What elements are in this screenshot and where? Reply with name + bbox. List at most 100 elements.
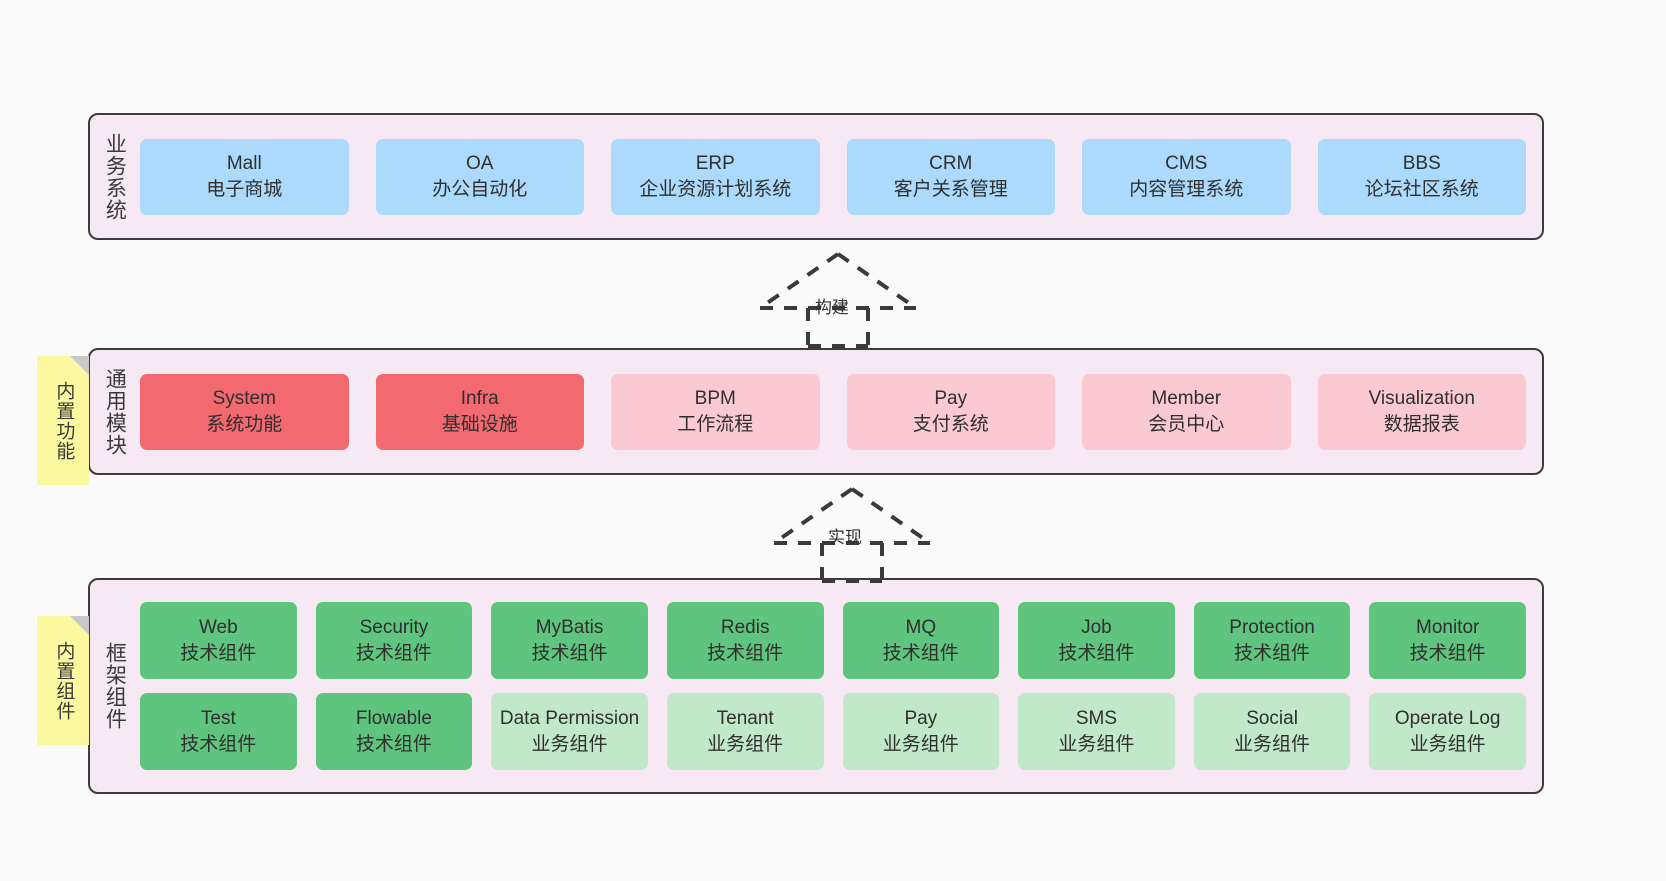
card-subtitle: 业务组件 xyxy=(1058,733,1135,755)
connector-build-label: 构建 xyxy=(815,298,849,317)
card-title: SMS xyxy=(1075,708,1118,730)
card-protection[interactable]: Protection 技术组件 xyxy=(1193,602,1351,679)
card-subtitle: 业务组件 xyxy=(1409,733,1486,755)
card-title: System xyxy=(212,388,276,410)
card-infra[interactable]: Infra 基础设施 xyxy=(375,373,584,450)
card-title: Tenant xyxy=(716,708,774,730)
card-subtitle: 技术组件 xyxy=(180,733,257,755)
layer-body-common: System 系统功能 Infra 基础设施 BPM 工作流程 Pay 支付系统… xyxy=(138,350,1542,473)
card-title: Job xyxy=(1081,617,1112,639)
card-system[interactable]: System 系统功能 xyxy=(140,373,349,450)
card-tenant[interactable]: Tenant 业务组件 xyxy=(666,693,824,770)
card-flowable[interactable]: Flowable 技术组件 xyxy=(315,693,473,770)
card-subtitle: 技术组件 xyxy=(355,642,432,664)
card-title: Test xyxy=(200,708,236,730)
card-title: Web xyxy=(198,617,238,639)
card-title: Visualization xyxy=(1368,388,1475,410)
card-title: Social xyxy=(1246,708,1298,730)
card-visualization[interactable]: Visualization 数据报表 xyxy=(1317,373,1526,450)
card-title: Security xyxy=(359,617,429,639)
card-subtitle: 论坛社区系统 xyxy=(1364,178,1479,200)
card-bpm[interactable]: BPM 工作流程 xyxy=(611,373,820,450)
layer-title-framework: 框架组件 xyxy=(103,642,127,730)
card-row: Test 技术组件 Flowable 技术组件 Data Permission … xyxy=(140,693,1526,770)
card-title: BBS xyxy=(1402,153,1441,175)
card-mall[interactable]: Mall 电子商城 xyxy=(140,138,349,215)
card-row: System 系统功能 Infra 基础设施 BPM 工作流程 Pay 支付系统… xyxy=(140,373,1526,450)
card-subtitle: 会员中心 xyxy=(1148,413,1225,435)
card-subtitle: 电子商城 xyxy=(206,178,283,200)
card-subtitle: 技术组件 xyxy=(531,642,608,664)
card-title: Pay xyxy=(934,388,968,410)
card-operate-log[interactable]: Operate Log 业务组件 xyxy=(1369,693,1526,770)
card-subtitle: 技术组件 xyxy=(1409,642,1486,664)
layer-title-common: 通用模块 xyxy=(103,367,127,456)
card-title: ERP xyxy=(695,153,735,175)
card-mq[interactable]: MQ 技术组件 xyxy=(842,602,1000,679)
card-title: Infra xyxy=(460,388,499,410)
card-subtitle: 技术组件 xyxy=(882,642,959,664)
card-redis[interactable]: Redis 技术组件 xyxy=(666,602,824,679)
card-title: Operate Log xyxy=(1394,708,1501,730)
card-title: Protection xyxy=(1229,617,1315,639)
layer-business-systems: 业务系统 Mall 电子商城 OA 办公自动化 ERP 企业资源计划系统 CRM… xyxy=(88,113,1544,240)
card-data-permission[interactable]: Data Permission 业务组件 xyxy=(491,693,648,770)
card-title: Mall xyxy=(226,153,262,175)
card-test[interactable]: Test 技术组件 xyxy=(140,693,297,770)
card-subtitle: 技术组件 xyxy=(1234,642,1311,664)
card-cms[interactable]: CMS 内容管理系统 xyxy=(1082,138,1291,215)
layer-body-business: Mall 电子商城 OA 办公自动化 ERP 企业资源计划系统 CRM 客户关系… xyxy=(138,115,1542,238)
connector-implement-arrow xyxy=(772,487,932,583)
card-mybatis[interactable]: MyBatis 技术组件 xyxy=(491,602,648,679)
card-subtitle: 技术组件 xyxy=(355,733,432,755)
card-subtitle: 支付系统 xyxy=(912,413,989,435)
card-crm[interactable]: CRM 客户关系管理 xyxy=(846,138,1055,215)
card-title: Data Permission xyxy=(499,708,640,730)
card-row: Web 技术组件 Security 技术组件 MyBatis 技术组件 Redi… xyxy=(140,602,1526,679)
note-label: 内置功能 xyxy=(53,380,75,461)
card-subtitle: 企业资源计划系统 xyxy=(639,178,792,200)
card-bbs[interactable]: BBS 论坛社区系统 xyxy=(1317,138,1526,215)
card-title: Member xyxy=(1151,388,1222,410)
note-builtin-components: 内置组件 xyxy=(37,616,89,745)
card-subtitle: 业务组件 xyxy=(882,733,959,755)
card-subtitle: 数据报表 xyxy=(1383,413,1460,435)
card-title: Pay xyxy=(904,708,938,730)
card-subtitle: 系统功能 xyxy=(206,413,283,435)
card-job[interactable]: Job 技术组件 xyxy=(1018,602,1175,679)
card-subtitle: 基础设施 xyxy=(441,413,518,435)
card-subtitle: 客户关系管理 xyxy=(893,178,1008,200)
card-row: Mall 电子商城 OA 办公自动化 ERP 企业资源计划系统 CRM 客户关系… xyxy=(140,138,1526,215)
layer-common-modules: 通用模块 System 系统功能 Infra 基础设施 BPM 工作流程 Pay… xyxy=(88,348,1544,475)
card-subtitle: 技术组件 xyxy=(180,642,257,664)
card-subtitle: 工作流程 xyxy=(677,413,754,435)
card-security[interactable]: Security 技术组件 xyxy=(315,602,473,679)
card-subtitle: 技术组件 xyxy=(1058,642,1135,664)
layer-body-framework: Web 技术组件 Security 技术组件 MyBatis 技术组件 Redi… xyxy=(138,580,1542,792)
card-subtitle: 内容管理系统 xyxy=(1129,178,1244,200)
card-sms[interactable]: SMS 业务组件 xyxy=(1018,693,1175,770)
note-label: 内置组件 xyxy=(53,640,75,721)
card-title: CMS xyxy=(1165,153,1208,175)
card-social[interactable]: Social 业务组件 xyxy=(1193,693,1351,770)
card-subtitle: 业务组件 xyxy=(531,733,608,755)
card-monitor[interactable]: Monitor 技术组件 xyxy=(1369,602,1526,679)
card-web[interactable]: Web 技术组件 xyxy=(140,602,297,679)
card-oa[interactable]: OA 办公自动化 xyxy=(375,138,584,215)
card-title: BPM xyxy=(694,388,736,410)
layer-title-business: 业务系统 xyxy=(103,132,127,221)
card-pay-module[interactable]: Pay 支付系统 xyxy=(846,373,1055,450)
card-title: MQ xyxy=(905,617,937,639)
card-subtitle: 业务组件 xyxy=(707,733,784,755)
card-member[interactable]: Member 会员中心 xyxy=(1082,373,1291,450)
card-title: Flowable xyxy=(355,708,432,730)
card-title: Redis xyxy=(720,617,770,639)
connector-implement-label: 实现 xyxy=(828,528,862,547)
connector-build-arrow xyxy=(758,252,918,348)
card-title: MyBatis xyxy=(535,617,604,639)
card-subtitle: 业务组件 xyxy=(1234,733,1311,755)
card-title: OA xyxy=(466,153,494,175)
card-erp[interactable]: ERP 企业资源计划系统 xyxy=(611,138,820,215)
card-pay-component[interactable]: Pay 业务组件 xyxy=(842,693,1000,770)
